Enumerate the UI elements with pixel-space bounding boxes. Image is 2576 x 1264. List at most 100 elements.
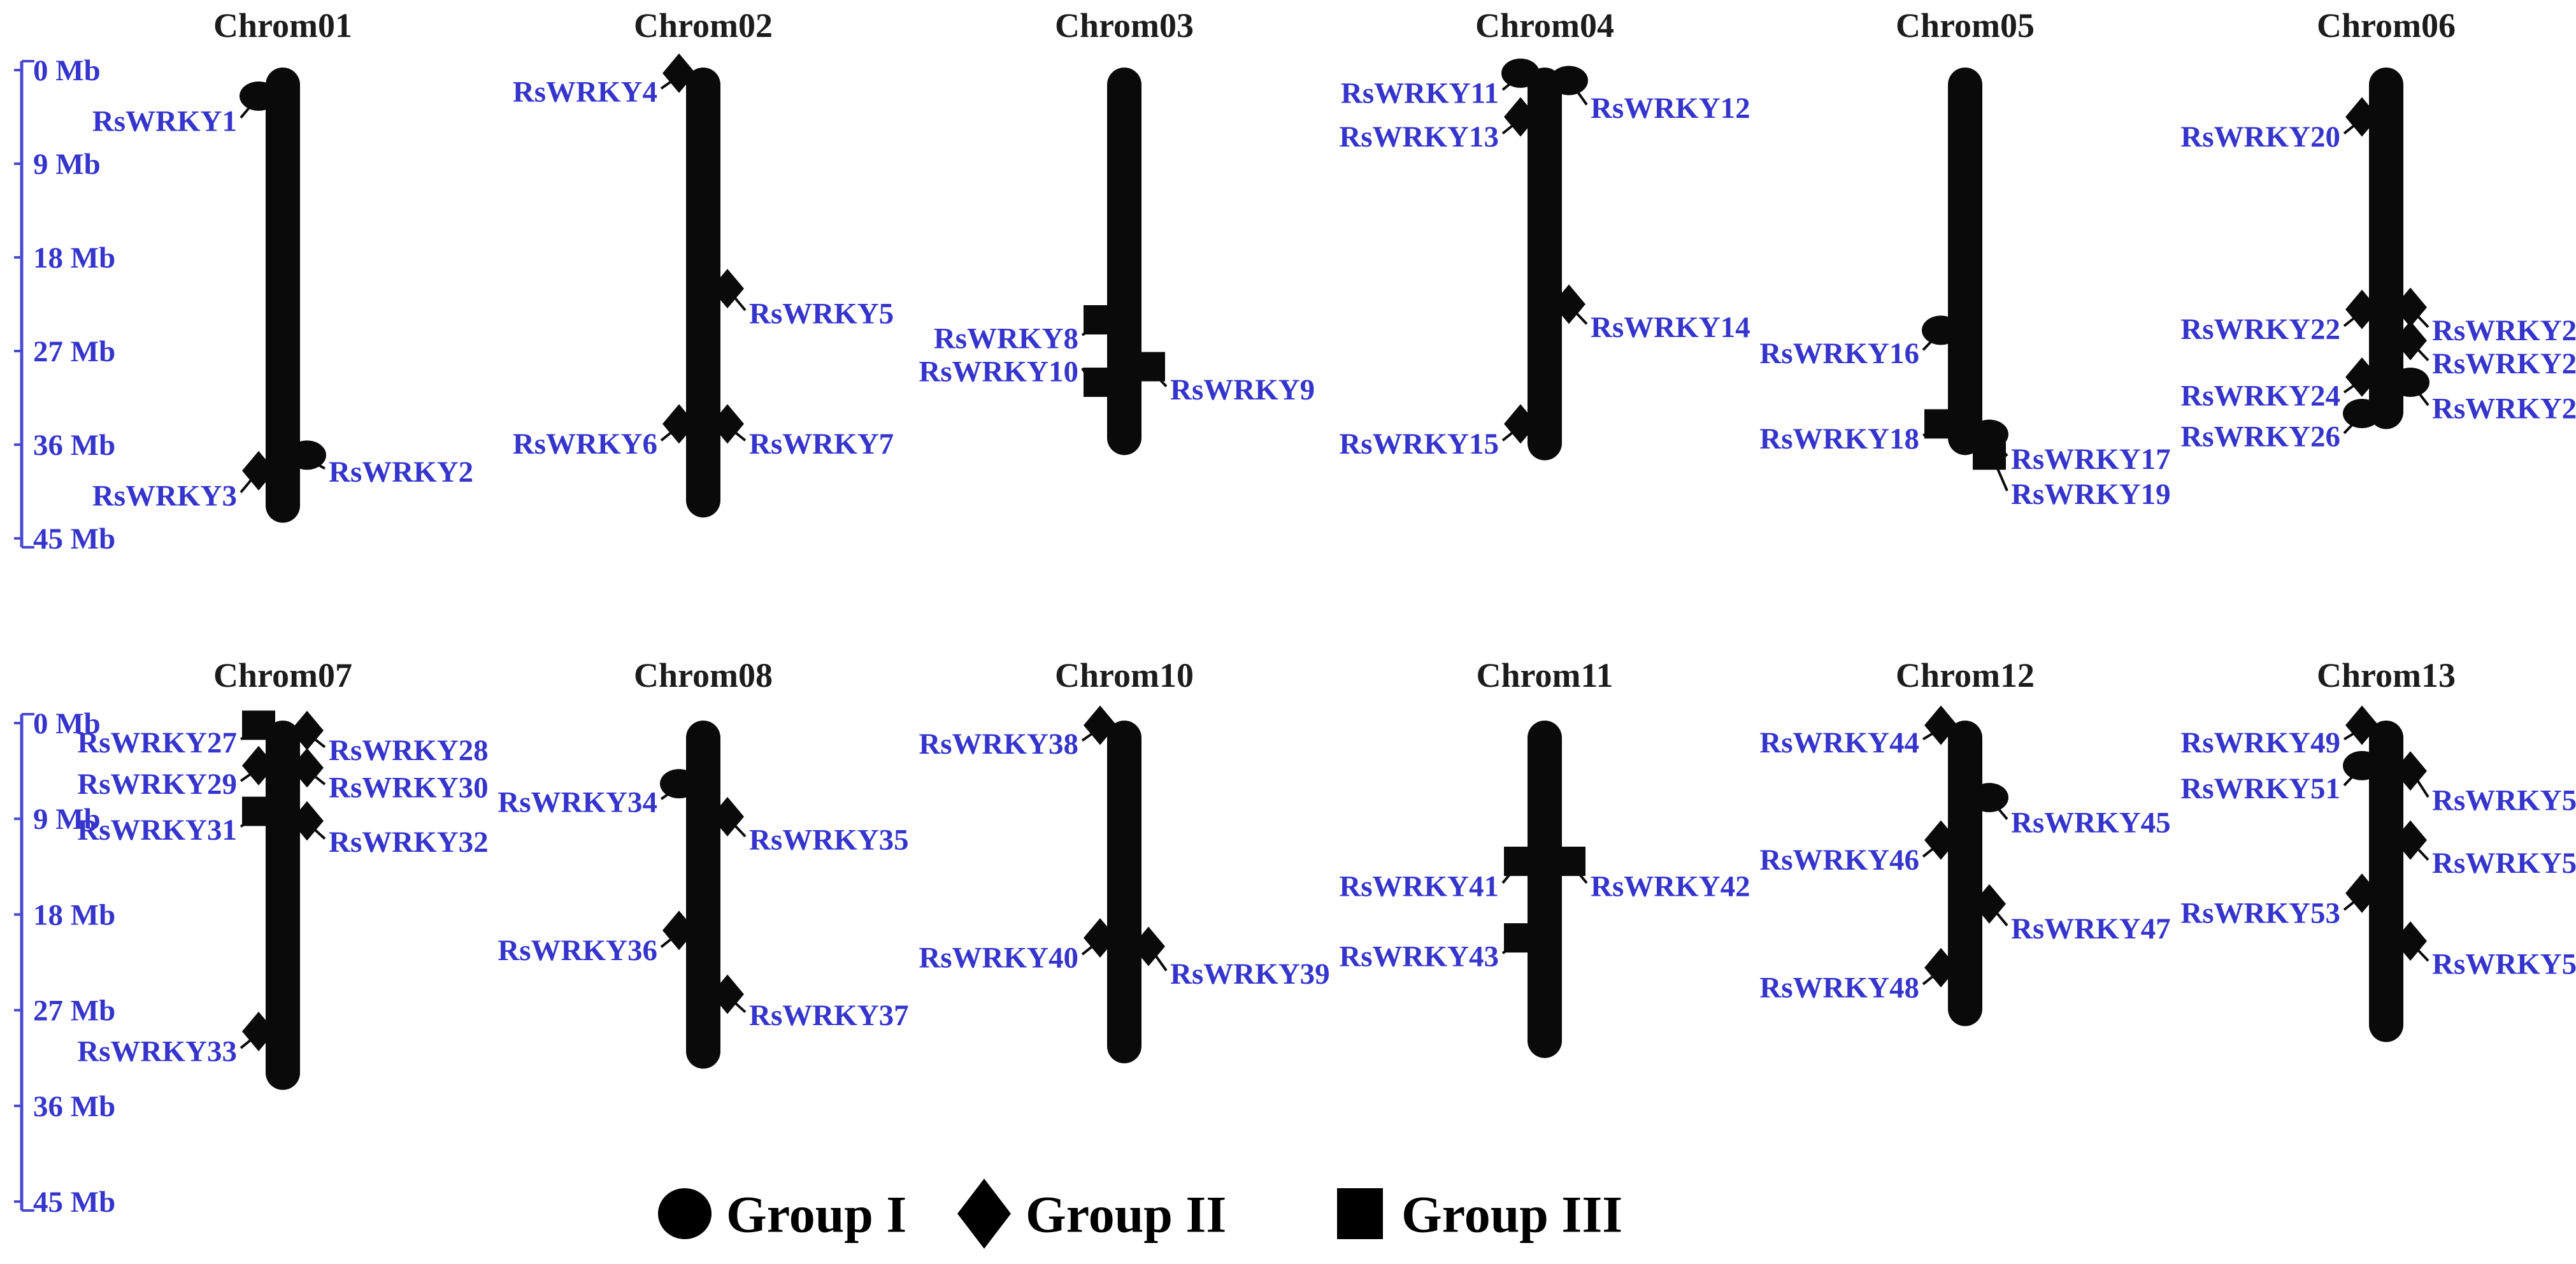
gene-label: RsWRKY31 — [77, 814, 237, 847]
gene-rswrky36: RsWRKY36 — [497, 910, 696, 967]
gene-rswrky26: RsWRKY26 — [2180, 399, 2381, 453]
gene-rswrky47: RsWRKY47 — [1973, 884, 2171, 945]
gene-rswrky48: RsWRKY48 — [1759, 947, 1957, 1004]
group-ii-diamond-icon — [1924, 820, 1957, 860]
gene-rswrky22: RsWRKY22 — [2180, 289, 2379, 346]
chromosome-title: Chrom12 — [1896, 656, 2035, 694]
group-ii-diamond-icon — [1924, 705, 1957, 745]
legend-label: Group III — [1401, 1186, 1622, 1244]
gene-rswrky27: RsWRKY27 — [77, 710, 275, 759]
gene-rswrky39: RsWRKY39 — [1132, 926, 1330, 991]
group-ii-diamond-icon — [242, 450, 275, 491]
chromosome-bar — [1107, 721, 1141, 1064]
chromosome-bar — [686, 721, 720, 1069]
chromosome-title: Chrom05 — [1896, 6, 2035, 45]
gene-label: RsWRKY8 — [934, 322, 1078, 355]
gene-label: RsWRKY43 — [1339, 940, 1499, 973]
gene-label: RsWRKY29 — [77, 768, 237, 801]
gene-label: RsWRKY27 — [77, 726, 237, 759]
gene-rswrky25: RsWRKY25 — [2391, 368, 2576, 425]
chromosome-bar — [686, 68, 720, 518]
gene-rswrky34: RsWRKY34 — [497, 769, 698, 819]
gene-rswrky8: RsWRKY8 — [934, 305, 1117, 355]
chromosome-chrom13: Chrom13RsWRKY49RsWRKY50RsWRKY51RsWRKY52R… — [2180, 656, 2576, 1042]
gene-label: RsWRKY47 — [2011, 912, 2171, 945]
group-i-circle-icon — [1550, 66, 1588, 96]
group-ii-diamond-icon — [290, 801, 324, 841]
chromosome-bar — [2369, 68, 2403, 429]
gene-rswrky45: RsWRKY45 — [1970, 782, 2171, 839]
gene-label: RsWRKY32 — [329, 826, 489, 859]
group-i-circle-icon — [660, 769, 698, 799]
chromosome-title: Chrom07 — [213, 656, 352, 694]
chromosome-bar — [1107, 68, 1141, 456]
axis-tick-label: 0 Mb — [33, 707, 101, 740]
gene-label: RsWRKY22 — [2180, 313, 2340, 346]
gene-rswrky20: RsWRKY20 — [2180, 97, 2379, 154]
group-ii-diamond-icon — [1504, 97, 1537, 137]
gene-rswrky7: RsWRKY7 — [711, 404, 894, 461]
gene-rswrky1: RsWRKY1 — [92, 81, 278, 138]
gene-rswrky35: RsWRKY35 — [711, 796, 909, 856]
gene-rswrky9: RsWRKY9 — [1132, 352, 1315, 406]
gene-rswrky54: RsWRKY54 — [2394, 921, 2576, 981]
gene-label: RsWRKY36 — [497, 934, 657, 967]
group-ii-diamond-icon — [1973, 884, 2006, 924]
gene-label: RsWRKY26 — [2180, 420, 2340, 453]
gene-label: RsWRKY15 — [1339, 427, 1499, 461]
gene-rswrky37: RsWRKY37 — [711, 974, 909, 1032]
chromosome-bar — [266, 68, 300, 523]
group-ii-diamond-icon — [242, 1011, 275, 1051]
group-iii-square-icon — [242, 710, 275, 740]
gene-label: RsWRKY19 — [2011, 478, 2171, 511]
group-ii-diamond-icon — [2394, 820, 2427, 860]
group-ii-diamond-icon — [1924, 947, 1957, 988]
gene-label: RsWRKY21 — [2432, 314, 2576, 347]
group-ii-diamond-icon — [2394, 921, 2427, 961]
group-ii-diamond-icon — [1504, 404, 1537, 444]
group-iii-square-icon — [1552, 846, 1585, 876]
gene-rswrky19: RsWRKY19 — [1973, 440, 2171, 511]
gene-label: RsWRKY54 — [2432, 948, 2576, 981]
gene-label: RsWRKY52 — [2432, 847, 2576, 880]
group-iii-square-icon — [242, 796, 275, 826]
axis-tick-label: 36 Mb — [33, 1090, 115, 1123]
group-ii-diamond-icon — [2394, 751, 2427, 791]
gene-rswrky53: RsWRKY53 — [2180, 873, 2379, 930]
group-ii-diamond-icon — [2345, 289, 2379, 329]
gene-rswrky28: RsWRKY28 — [290, 710, 489, 767]
gene-label: RsWRKY35 — [749, 823, 909, 856]
axis-tick-label: 27 Mb — [33, 335, 115, 368]
axis-tick-label: 45 Mb — [33, 522, 115, 556]
gene-rswrky21: RsWRKY21 — [2394, 287, 2576, 347]
gene-label: RsWRKY3 — [92, 479, 237, 512]
gene-rswrky23: RsWRKY23 — [2394, 320, 2576, 380]
gene-label: RsWRKY44 — [1759, 726, 1919, 759]
group-ii-diamond-icon — [1552, 284, 1585, 324]
gene-rswrky40: RsWRKY40 — [919, 918, 1117, 975]
gene-rswrky30: RsWRKY30 — [290, 748, 489, 805]
gene-rswrky51: RsWRKY51 — [2180, 750, 2381, 805]
legend-item-group-1: Group I — [658, 1186, 906, 1244]
gene-rswrky4: RsWRKY4 — [513, 53, 696, 108]
legend-item-group-3: Group III — [1337, 1186, 1622, 1244]
gene-label: RsWRKY24 — [2180, 379, 2340, 412]
group-ii-diamond-icon — [290, 748, 324, 788]
axis-tick-label: 0 Mb — [33, 54, 101, 87]
gene-rswrky52: RsWRKY52 — [2394, 820, 2576, 880]
chromosome-bar — [1528, 721, 1562, 1058]
gene-label: RsWRKY51 — [2180, 772, 2340, 805]
group-ii-diamond-icon — [2345, 357, 2379, 397]
group-iii-square-icon — [1504, 923, 1537, 953]
group-i-circle-icon — [1501, 58, 1540, 88]
gene-label: RsWRKY13 — [1339, 120, 1499, 154]
gene-rswrky24: RsWRKY24 — [2180, 357, 2379, 412]
gene-label: RsWRKY45 — [2011, 806, 2171, 839]
gene-rswrky38: RsWRKY38 — [919, 705, 1117, 761]
group-ii-diamond-icon — [242, 745, 275, 786]
